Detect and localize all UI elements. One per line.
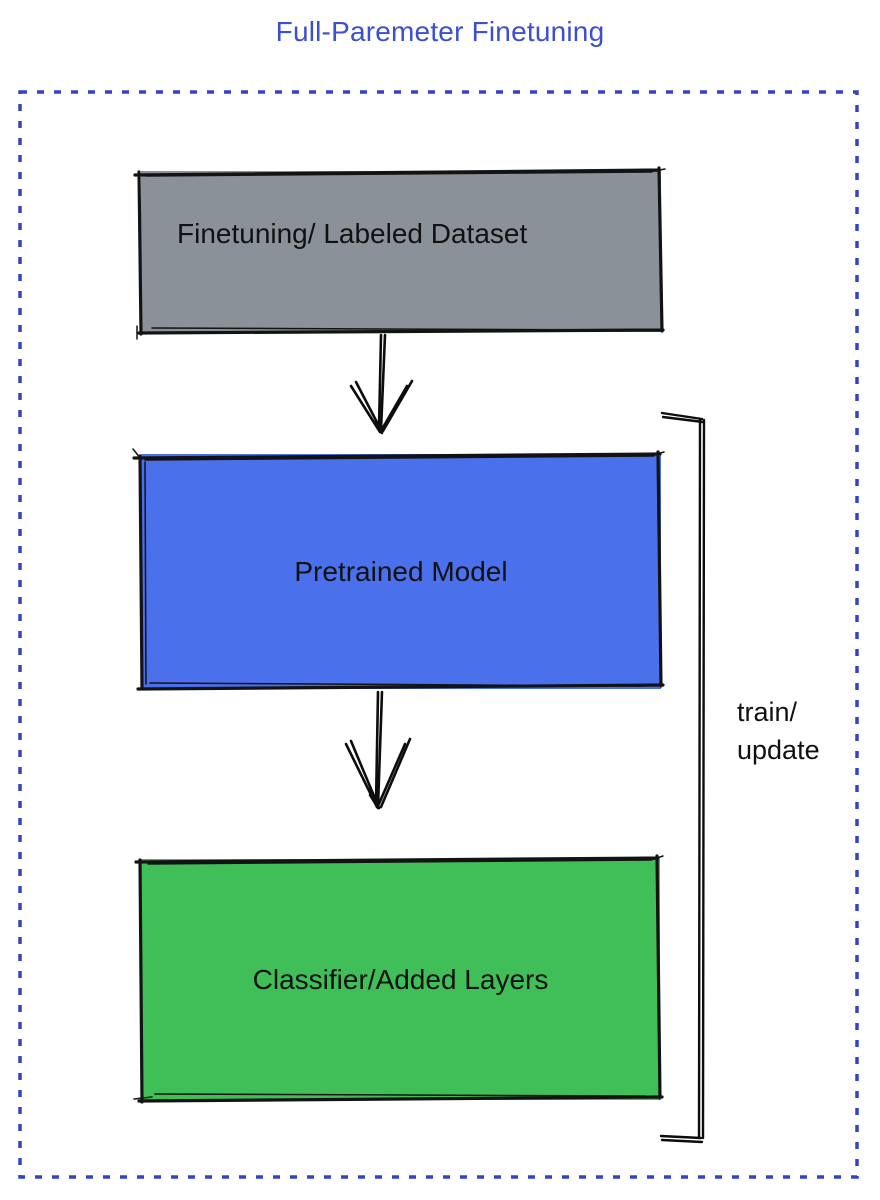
- arrow-down-icon: [349, 333, 414, 435]
- train-update-label-line2: update: [737, 735, 820, 765]
- box-finetuning-dataset-label: Finetuning/ Labeled Dataset: [177, 217, 528, 249]
- box-classifier-added-layers-label: Classifier/Added Layers: [252, 963, 549, 995]
- arrow-down-icon: [344, 690, 412, 810]
- box-pretrained-model-label: Pretrained Model: [294, 555, 508, 587]
- box-classifier-added-layers: Classifier/Added Layers: [141, 859, 660, 1100]
- train-update-label: train/ update: [737, 693, 820, 769]
- box-pretrained-model: Pretrained Model: [141, 454, 661, 689]
- box-finetuning-dataset: Finetuning/ Labeled Dataset: [141, 171, 661, 332]
- train-update-label-line1: train/: [737, 697, 798, 727]
- train-update-bracket: [659, 411, 706, 1144]
- page-title: Full-Paremeter Finetuning: [275, 16, 605, 47]
